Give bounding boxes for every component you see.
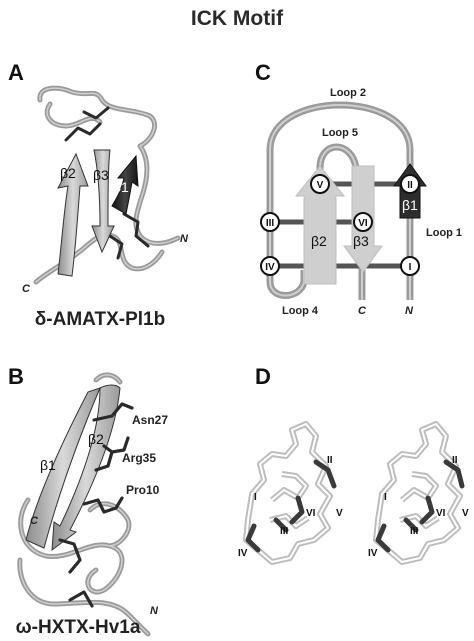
panel-letter-a: A — [8, 60, 24, 85]
panel-c-strand-label-b1: β1 — [402, 197, 418, 213]
panel-a: A β2 β3 β1 N C δ-AMATX-Pl1b — [8, 60, 189, 330]
panel-letter-c: C — [255, 60, 271, 85]
panel-c-cys-label-i: I — [409, 262, 412, 273]
panel-c-cys-label-iii: III — [266, 218, 275, 229]
panel-c-cys-label-vi: VI — [358, 218, 368, 229]
panel-d: D II I VI V III IV II I VI V III IV — [238, 364, 469, 565]
panel-b-strand-label-b2: β2 — [88, 431, 104, 447]
panel-b-strand-label-b1: β1 — [40, 457, 56, 473]
panel-d-left-label-i: I — [254, 492, 257, 503]
panel-d-right-label-vi: VI — [436, 508, 446, 519]
panel-b-residue-arg35: Arg35 — [122, 451, 156, 465]
panel-d-right-label-iv: IV — [368, 548, 378, 559]
panel-c: C II V — [255, 60, 462, 317]
panel-b-n-terminus: N — [150, 605, 159, 617]
panel-a-strand-label-b1: β1 — [113, 179, 129, 195]
panel-d-left-label-v: V — [336, 508, 343, 519]
panel-b-name: ω-HXTX-Hv1a — [16, 617, 141, 638]
panel-b-strand-b2 — [51, 384, 121, 552]
panel-c-strand-b2 — [294, 165, 346, 285]
panel-b-residue-pro10: Pro10 — [126, 483, 160, 497]
panel-c-n-terminus: N — [405, 305, 414, 317]
panel-a-strand-label-b2: β2 — [60, 165, 76, 181]
panel-b-sidechains — [58, 402, 134, 608]
panel-a-strand-b2 — [57, 152, 89, 277]
panel-a-name: δ-AMATX-Pl1b — [35, 309, 165, 330]
panel-letter-b: B — [8, 364, 24, 389]
panel-c-strand-label-b3: β3 — [353, 233, 369, 249]
panel-c-loop2-label: Loop 2 — [330, 87, 366, 99]
panel-c-cys-label-v: V — [317, 180, 324, 191]
panel-a-strand-label-b3: β3 — [93, 167, 109, 183]
panel-c-cys-label-ii: II — [407, 180, 413, 191]
panel-c-cys-v: V — [310, 174, 330, 194]
panel-d-left-label-vi: VI — [306, 508, 316, 519]
panel-d-left-label-iv: IV — [238, 548, 248, 559]
panel-c-c-terminus: C — [358, 305, 367, 317]
panel-letter-d: D — [255, 364, 271, 389]
panel-c-cys-iii: III — [260, 212, 280, 232]
panel-c-strand-label-b2: β2 — [311, 233, 327, 249]
panel-a-n-terminus: N — [180, 233, 189, 245]
panel-d-right-label-i: I — [384, 492, 387, 503]
panel-c-loop4-label: Loop 4 — [282, 305, 319, 317]
panel-c-cys-vi: VI — [353, 212, 373, 232]
panel-d-right-label-iii: III — [410, 526, 419, 537]
panel-a-c-terminus: C — [22, 283, 31, 295]
panel-d-right-label-ii: II — [452, 455, 458, 466]
panel-b: B β1 β2 Asn27 Arg35 Pro10 C N ω-HXTX-Hv1… — [8, 364, 168, 638]
panel-c-cys-iv: IV — [260, 256, 280, 276]
panel-c-cys-i: I — [400, 256, 420, 276]
panel-b-residue-asn27: Asn27 — [132, 413, 168, 427]
panel-c-cys-label-iv: IV — [265, 262, 275, 273]
panel-c-loop5-label: Loop 5 — [322, 127, 358, 139]
panel-d-right-trace: II I VI V III IV — [368, 421, 469, 565]
panel-a-strand-b1 — [111, 154, 139, 215]
panel-c-cys-ii: II — [400, 174, 420, 194]
panel-d-left-trace: II I VI V III IV — [238, 421, 343, 565]
panel-d-left-label-iii: III — [280, 526, 289, 537]
panel-b-c-terminus: C — [30, 515, 39, 527]
figure-title: ICK Motif — [191, 7, 284, 30]
panel-a-strand-b3 — [91, 149, 115, 254]
panel-a-disulfides — [64, 106, 150, 260]
panel-d-right-label-v: V — [462, 508, 469, 519]
panel-c-loop1-label: Loop 1 — [426, 227, 462, 239]
panel-d-left-label-ii: II — [327, 455, 333, 466]
